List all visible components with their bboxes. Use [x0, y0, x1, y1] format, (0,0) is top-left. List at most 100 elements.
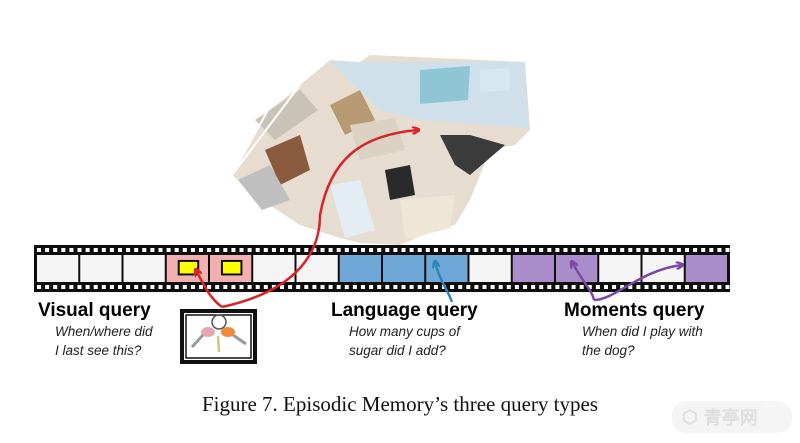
- sprocket-hole: [263, 248, 268, 252]
- sprocket-hole: [207, 285, 212, 289]
- film-frame: [383, 255, 425, 282]
- sprocket-hole: [644, 285, 649, 289]
- sprocket-hole: [417, 248, 422, 252]
- sprocket-hole: [652, 248, 657, 252]
- sprocket-hole: [53, 285, 58, 289]
- sprocket-hole: [701, 285, 706, 289]
- sprocket-hole: [717, 248, 722, 252]
- sprocket-hole: [85, 248, 90, 252]
- sprocket-hole: [304, 248, 309, 252]
- sprocket-hole: [61, 248, 66, 252]
- sprocket-hole: [701, 248, 706, 252]
- sprocket-hole: [231, 248, 236, 252]
- sprocket-hole: [280, 285, 284, 289]
- sprocket-hole: [223, 285, 228, 289]
- sprocket-hole: [361, 285, 365, 289]
- sprocket-hole: [118, 248, 122, 252]
- sprocket-hole: [506, 285, 511, 289]
- film-frame: [599, 255, 641, 282]
- sprocket-hole: [668, 285, 673, 289]
- sprocket-hole: [676, 285, 681, 289]
- sprocket-hole: [377, 248, 382, 252]
- sprocket-hole: [409, 285, 414, 289]
- sprocket-hole: [166, 285, 171, 289]
- sprocket-hole: [466, 285, 471, 289]
- sprocket-hole: [109, 285, 114, 289]
- sprocket-hole: [134, 248, 139, 252]
- sprocket-hole: [628, 285, 633, 289]
- sprocket-hole: [174, 248, 179, 252]
- sprocket-hole: [644, 248, 649, 252]
- sprocket-hole: [158, 248, 163, 252]
- film-frame: [469, 255, 511, 282]
- language-query-arrow: [435, 262, 454, 303]
- sprocket-hole: [142, 285, 147, 289]
- sprocket-hole: [296, 248, 301, 252]
- sprocket-hole: [506, 248, 511, 252]
- sprocket-hole: [320, 285, 325, 289]
- sprocket-hole: [385, 248, 390, 252]
- sprocket-hole: [409, 248, 414, 252]
- arrow-keys-to-scene: [221, 130, 418, 309]
- sprocket-hole: [676, 248, 681, 252]
- sprocket-hole: [458, 248, 463, 252]
- film-frame: [512, 255, 554, 282]
- sprocket-hole: [182, 248, 187, 252]
- sprocket-hole: [166, 248, 171, 252]
- moments-query-question: When did I play with the dog?: [582, 324, 703, 358]
- sprocket-hole: [255, 285, 260, 289]
- sprocket-hole: [393, 285, 398, 289]
- sprocket-hole: [620, 285, 625, 289]
- sprocket-hole: [288, 248, 293, 252]
- sprocket-hole: [466, 248, 471, 252]
- sprocket-hole: [571, 248, 576, 252]
- sprocket-hole: [425, 285, 430, 289]
- figure-caption: Figure 7. Episodic Memory’s three query …: [201, 392, 598, 416]
- sprocket-hole: [199, 285, 203, 289]
- sprocket-hole: [328, 248, 333, 252]
- sprocket-hole: [150, 248, 155, 252]
- moments-query-arrows: [572, 262, 682, 302]
- sprocket-hole: [336, 248, 341, 252]
- sprocket-hole: [498, 248, 503, 252]
- sprocket-hole: [531, 285, 536, 289]
- sprocket-hole: [474, 248, 479, 252]
- sprocket-hole: [393, 248, 398, 252]
- sprocket-hole: [45, 248, 50, 252]
- sprocket-hole: [547, 248, 552, 252]
- sprocket-hole: [636, 248, 641, 252]
- sprocket-hole: [571, 285, 576, 289]
- highlight-box: [220, 259, 243, 276]
- sprocket-hole: [636, 285, 641, 289]
- sprocket-hole: [85, 285, 90, 289]
- sprocket-hole: [271, 248, 276, 252]
- sprocket-hole: [555, 285, 560, 289]
- sprocket-hole: [547, 285, 552, 289]
- sprocket-hole: [190, 248, 195, 252]
- sprocket-hole: [255, 248, 260, 252]
- sprocket-hole: [587, 248, 592, 252]
- sprocket-hole: [215, 248, 220, 252]
- sprocket-hole: [344, 248, 349, 252]
- sprocket-hole: [595, 248, 600, 252]
- film-frame: [296, 255, 338, 282]
- sprocket-hole: [490, 285, 495, 289]
- sprocket-hole: [101, 285, 106, 289]
- sprocket-hole: [207, 248, 212, 252]
- sprocket-hole: [199, 248, 203, 252]
- film-frame: [80, 255, 122, 282]
- sprocket-hole: [328, 285, 333, 289]
- sprocket-hole: [352, 248, 357, 252]
- arrow-keys-to-frame: [196, 270, 223, 309]
- sprocket-hole: [612, 248, 617, 252]
- sprocket-hole: [482, 248, 487, 252]
- sprocket-hole: [215, 285, 220, 289]
- house-scene-image: [231, 55, 530, 245]
- film-frame: [426, 255, 468, 282]
- sprocket-hole: [61, 285, 66, 289]
- sprocket-hole: [126, 248, 131, 252]
- sprocket-hole: [717, 285, 722, 289]
- sprocket-hole: [77, 285, 82, 289]
- sprocket-hole: [320, 248, 325, 252]
- sprocket-hole: [263, 285, 268, 289]
